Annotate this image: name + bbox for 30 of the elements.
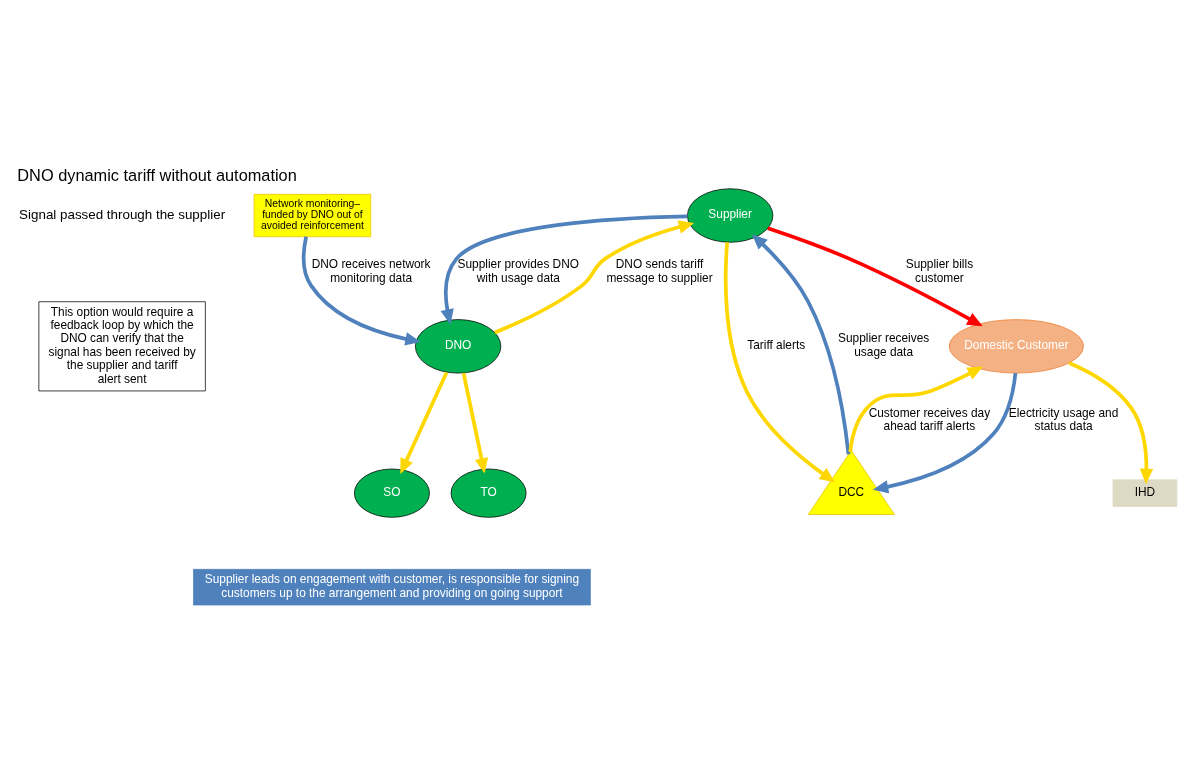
node-ellipse: Supplier [687, 188, 774, 243]
label: Signal passed through the supplier [19, 206, 226, 222]
edge-label: DNO receives network monitoring data [311, 257, 431, 285]
arrow [1068, 361, 1154, 485]
arrow [848, 366, 983, 453]
edge-label: Supplier receives usage data [838, 331, 930, 359]
edge-label: Supplier provides DNO with usage data [457, 257, 580, 285]
edge-label: Electricity usage and status data [1008, 405, 1119, 434]
arrow [723, 242, 836, 483]
arrow [872, 372, 1018, 494]
arrow [461, 372, 489, 474]
edge-label: Customer receives day ahead tariff alerts [868, 405, 991, 434]
edge-label: Supplier bills customer [905, 257, 974, 285]
node-ellipse: Domestic Customer [948, 319, 1084, 374]
node-box: Network monitoring– funded by DNO out of avoided reinforcement [253, 193, 372, 238]
node-box: IHD [1112, 479, 1178, 507]
diagram-title: DNO dynamic tariff without automation [17, 166, 297, 185]
arrow [751, 234, 851, 455]
node-ellipse: DNO [415, 319, 502, 374]
node-box: Supplier leads on engagement with customer, is responsible for signing customers up to the arrangement and providing on going support [193, 569, 591, 606]
node-ellipse: TO [450, 468, 527, 518]
arrow [301, 236, 421, 346]
edge-label: DNO sends tariff message to supplier [606, 257, 713, 285]
node-box: This option would require a feedback loop by which the DNO can verify that the signal has been received by the supplier and tariff alert sent [38, 301, 206, 392]
arrow [494, 220, 695, 335]
edge-label: Tariff alerts [747, 338, 806, 353]
node-ellipse: SO [354, 468, 430, 518]
arrow [440, 214, 688, 325]
arrow [400, 371, 449, 474]
arrow [767, 226, 983, 327]
